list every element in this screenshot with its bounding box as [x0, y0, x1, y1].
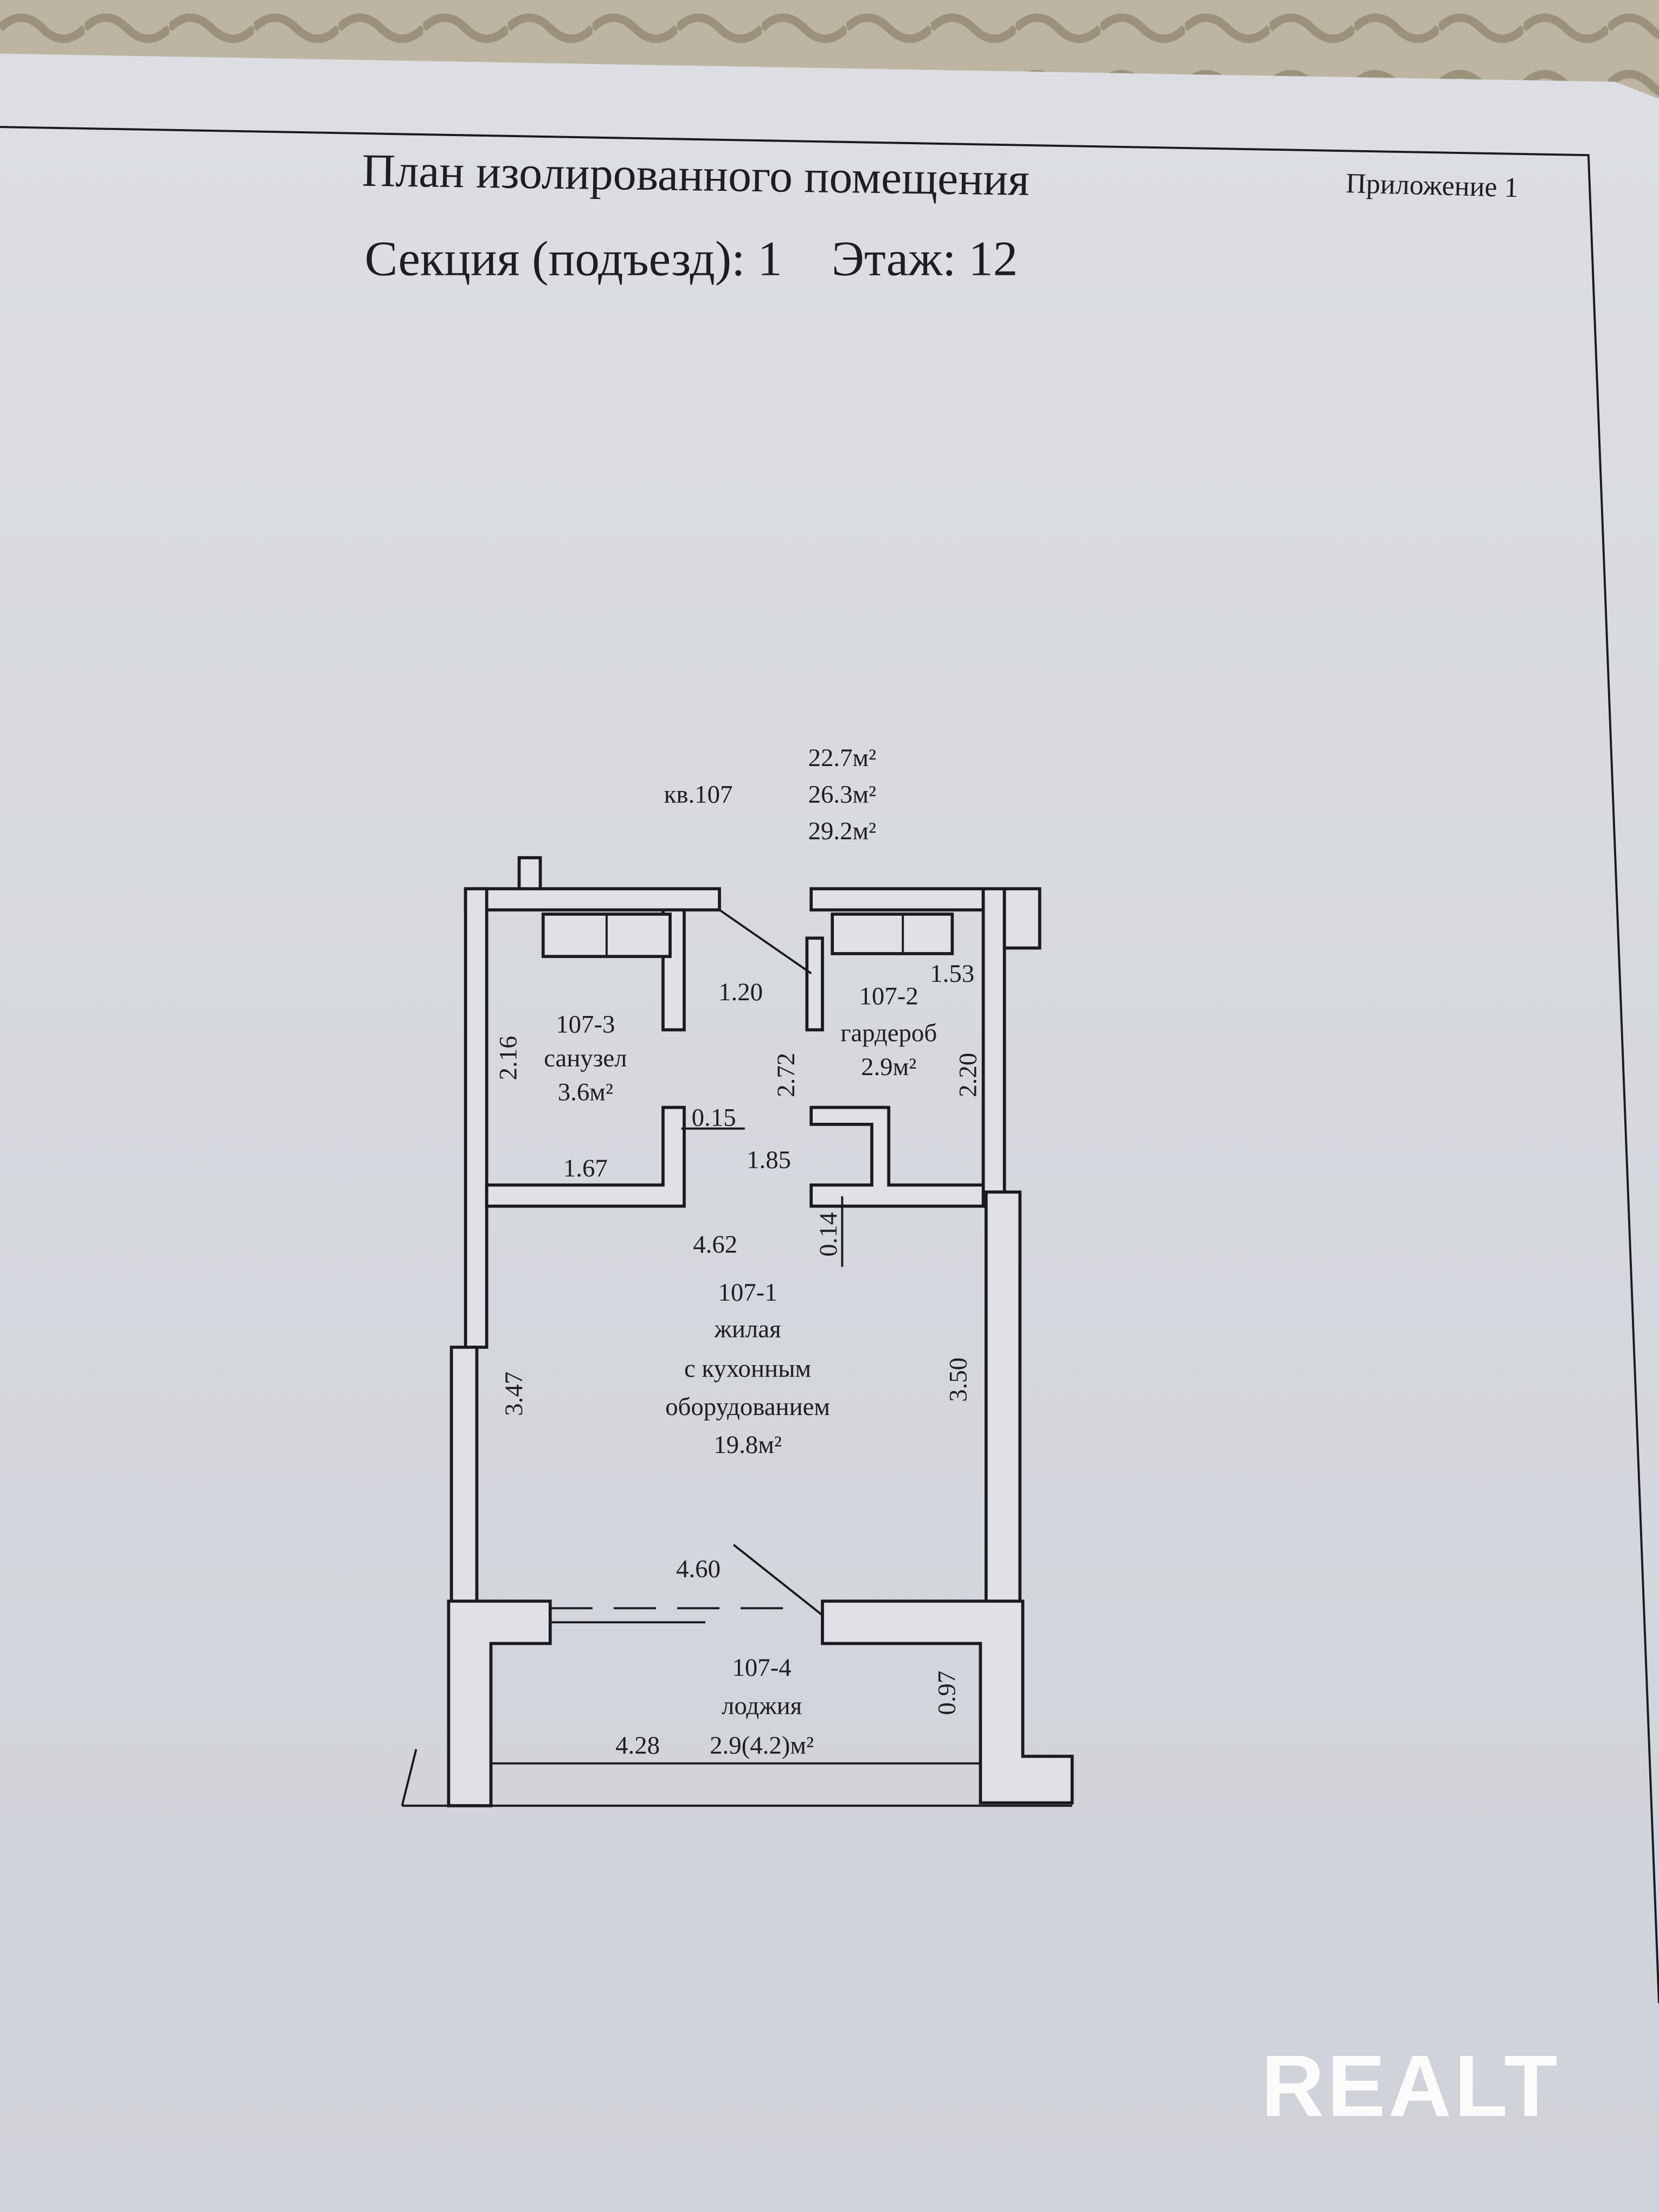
- dim-4-60: 4.60: [676, 1555, 721, 1583]
- wardrobe-area: 2.9м²: [861, 1053, 916, 1081]
- living-id: 107-1: [718, 1278, 777, 1307]
- bathroom-name: санузел: [544, 1044, 627, 1072]
- dim-3-47: 3.47: [500, 1372, 528, 1416]
- dim-4-28: 4.28: [615, 1731, 660, 1759]
- page-frame: [0, 126, 1659, 2003]
- wardrobe-id: 107-2: [859, 982, 918, 1011]
- document-title: План изолированного помещения: [362, 144, 1030, 205]
- apartment-area-with-loggia: 29.2м²: [808, 817, 877, 845]
- loggia-id: 107-4: [732, 1654, 791, 1682]
- dim-2-72: 2.72: [772, 1053, 800, 1097]
- paper-sheet: [0, 53, 1659, 2212]
- loggia-name: лоджия: [722, 1692, 802, 1720]
- living-name-2: с кухонным: [684, 1355, 811, 1383]
- dim-1-67: 1.67: [563, 1154, 608, 1182]
- apartment-label: кв.107: [664, 781, 733, 809]
- wardrobe-name: гардероб: [840, 1019, 937, 1047]
- living-name-1: жилая: [714, 1315, 781, 1343]
- dim-1-85: 1.85: [747, 1146, 791, 1174]
- living-area: 19.8м²: [713, 1431, 782, 1459]
- dim-3-50: 3.50: [944, 1358, 972, 1402]
- dim-1-53: 1.53: [930, 960, 974, 988]
- dim-2-16: 2.16: [494, 1036, 522, 1081]
- apartment-area-total: 26.3м²: [808, 781, 877, 809]
- dim-2-20: 2.20: [954, 1053, 982, 1097]
- bathroom-id: 107-3: [556, 1011, 615, 1039]
- document-subtitle: Секция (подъезд): 1 Этаж: 12: [365, 231, 1018, 286]
- dim-0-15: 0.15: [692, 1103, 736, 1131]
- dim-1-20: 1.20: [718, 978, 763, 1006]
- dim-0-14: 0.14: [814, 1212, 843, 1257]
- appendix-label: Приложение 1: [1346, 168, 1519, 203]
- apartment-area-living: 22.7м²: [808, 744, 877, 772]
- bathroom-area: 3.6м²: [558, 1078, 613, 1107]
- dim-0-97: 0.97: [933, 1670, 961, 1715]
- loggia-area: 2.9(4.2)м²: [710, 1731, 814, 1759]
- dim-4-62: 4.62: [693, 1231, 737, 1259]
- walls: [401, 856, 1074, 1808]
- living-name-3: оборудованием: [665, 1393, 830, 1421]
- realt-watermark-logo: REALT: [1261, 2037, 1560, 2135]
